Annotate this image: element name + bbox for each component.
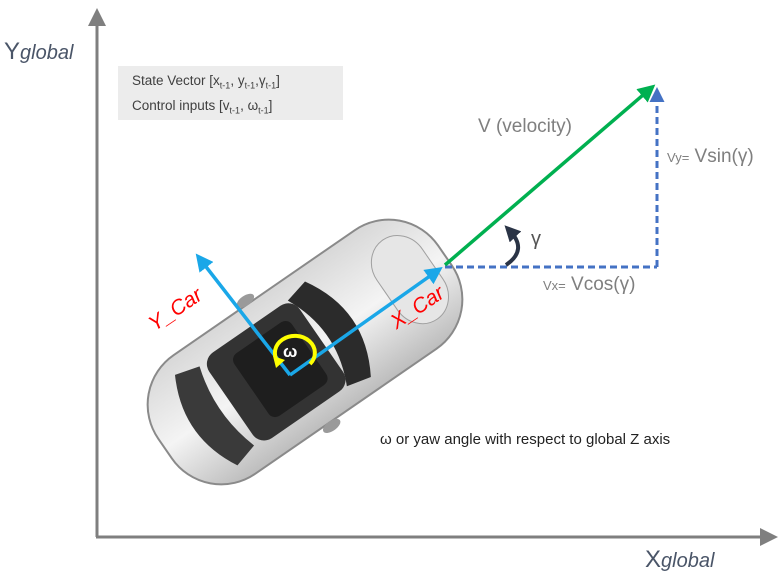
x-global-label: Xglobal (645, 546, 715, 573)
velocity-label: V (velocity) (478, 116, 572, 137)
gamma-label: γ (531, 228, 541, 250)
gamma-arc-icon (504, 225, 522, 267)
state-vector-box: State Vector [xt-1, yt-1,γt-1] Control i… (118, 66, 343, 120)
omega-label: ω (283, 342, 298, 361)
velocity-arrow (443, 84, 656, 267)
yaw-note: ω or yaw angle with respect to global Z … (380, 431, 671, 448)
omega-arrowhead-icon (273, 356, 285, 368)
car-image (146, 218, 464, 486)
vx-label: Vx= Vcos(γ) (543, 274, 636, 295)
control-inputs-line: Control inputs [vt-1, ωt-1] (132, 97, 273, 116)
state-vector-line: State Vector [xt-1, yt-1,γt-1] (132, 73, 280, 91)
vy-label: Vy= Vsin(γ) (667, 146, 754, 167)
y-global-label: Yglobal (4, 38, 74, 65)
omega-arc-icon (272, 333, 317, 366)
